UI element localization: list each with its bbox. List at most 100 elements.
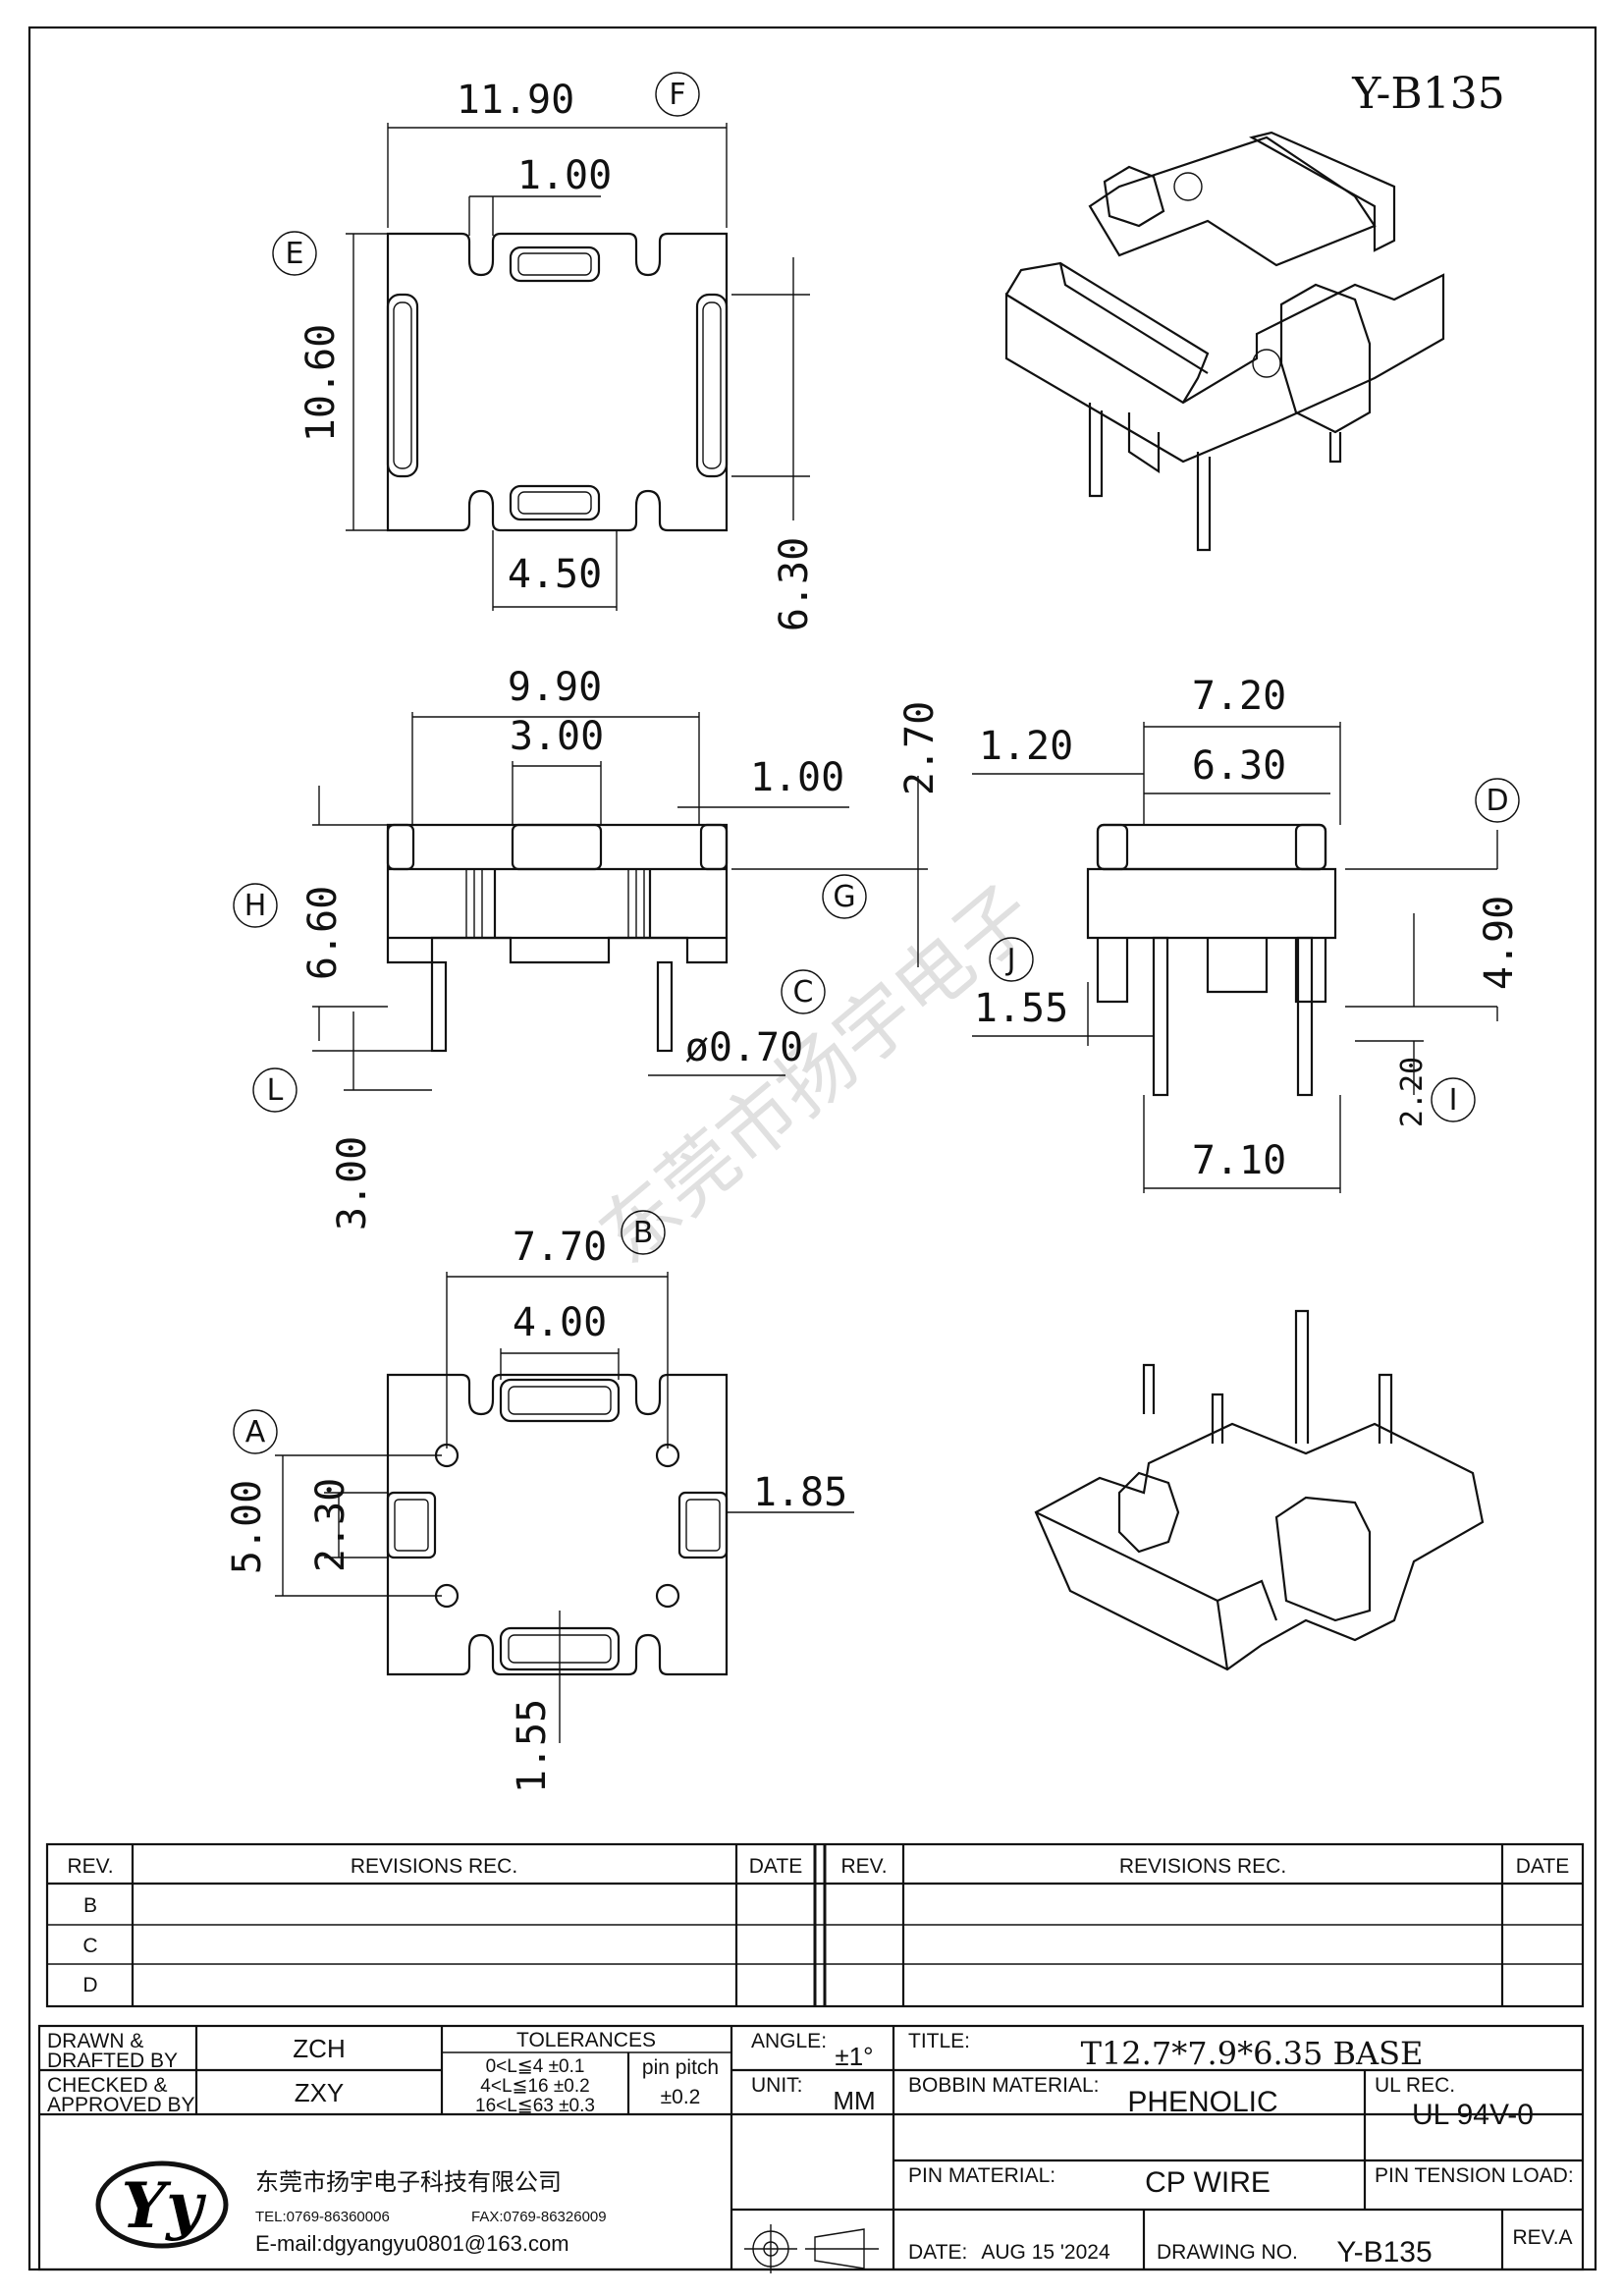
pin-pitch-label: pin pitch	[642, 2056, 719, 2079]
ref-f: F	[669, 78, 685, 112]
side-pin-left	[1152, 936, 1169, 1097]
front-view: 9.90 3.00 1.00 2.70 G C ø0.70 6.60 H 3.0…	[233, 665, 943, 1230]
top-view: 11.90 F 1.00 10.60 E 4.50 6.30	[272, 72, 817, 631]
front-tab-right	[699, 823, 729, 871]
dim-front-top-step: 2.70	[897, 701, 943, 795]
dim-side-pin-len: 2.20	[1395, 1057, 1430, 1127]
front-tab-left	[386, 823, 415, 871]
bottom-side-slot-left	[386, 1491, 437, 1559]
rev-label: REV.A	[1512, 2226, 1572, 2249]
dim-side-pin-offset: 1.55	[974, 986, 1068, 1031]
ref-l: L	[267, 1073, 284, 1108]
dim-bottom-offset: 1.55	[510, 1699, 555, 1793]
title-value: T12.7*7.9*6.35 BASE	[1081, 2035, 1424, 2072]
dim-side-height: 4.90	[1477, 896, 1522, 990]
bottom-slot-top	[499, 1378, 621, 1423]
tolerances-label: TOLERANCES	[516, 2029, 656, 2051]
ref-c: C	[793, 975, 814, 1010]
title-label: TITLE:	[908, 2030, 970, 2052]
rec-header-left: REVISIONS REC.	[351, 1855, 517, 1878]
projection-symbol-icon	[744, 2224, 879, 2273]
side-pin-right	[1296, 936, 1314, 1097]
bottom-side-slot-right	[677, 1491, 729, 1559]
unit-label: UNIT:	[751, 2074, 803, 2097]
date-header-left: DATE	[749, 1855, 802, 1878]
dim-side-inner: 6.30	[1192, 743, 1286, 789]
top-wall-right-inner	[702, 301, 722, 469]
tol-row-2: 4<L≦16 ±0.2	[480, 2076, 589, 2097]
rev-row-d: D	[82, 1974, 97, 1996]
side-top-block	[1096, 823, 1327, 871]
top-wall-left	[386, 293, 419, 478]
dim-bottom-slot: 4.00	[513, 1300, 607, 1345]
drawn-label: DRAWN &	[47, 2030, 143, 2052]
company-email: E-mail:dgyangyu0801@163.com	[255, 2231, 569, 2256]
pin-pitch-value: ±0.2	[661, 2086, 701, 2108]
dim-front-tab: 1.00	[750, 755, 844, 800]
top-slot-top	[509, 246, 601, 283]
front-body	[386, 823, 729, 964]
dim-side-pin-pitch: 7.10	[1192, 1138, 1286, 1183]
top-view-outline	[386, 232, 729, 532]
dim-top-bottom-gap: 4.50	[508, 552, 602, 597]
dim-top-slot: 1.00	[517, 153, 612, 198]
side-view: 7.20 1.20 6.30 D 4.90 J 1.55 2.20 I 7.10	[972, 674, 1522, 1193]
rev-row-b: B	[83, 1894, 97, 1917]
drawn-value: ZCH	[293, 2034, 345, 2063]
dim-bottom-pin-pitch-v: 5.00	[225, 1480, 270, 1574]
pin-material-label: PIN MATERIAL:	[908, 2164, 1055, 2187]
dim-top-side-span: 6.30	[772, 537, 817, 631]
company-logo: Yy	[95, 2160, 229, 2249]
iso-top-base	[1004, 273, 1445, 464]
date-label: DATE:	[908, 2241, 967, 2264]
dim-side-tab: 1.20	[979, 724, 1073, 769]
dim-front-pin-len: 3.00	[330, 1136, 375, 1230]
ref-j: J	[1005, 943, 1016, 977]
ref-i: I	[1449, 1083, 1458, 1118]
dim-bottom-pin-span: 7.70	[513, 1225, 607, 1270]
drawing-no-value: Y-B135	[1336, 2236, 1432, 2269]
iso-view-top	[1004, 131, 1445, 552]
date-header-right: DATE	[1516, 1855, 1569, 1878]
checked-label: CHECKED &	[47, 2074, 168, 2097]
ref-f-circle	[655, 72, 700, 117]
title-block: DRAWN & DRAFTED BY ZCH CHECKED & APPROVE…	[37, 2024, 1585, 2273]
ul-value: UL 94V-0	[1412, 2099, 1534, 2131]
company-tel: TEL:0769-86360006	[255, 2209, 390, 2225]
pin-material-value: CP WIRE	[1145, 2166, 1271, 2199]
drawing-code: Y-B135	[1351, 69, 1504, 119]
rev-row-c: C	[82, 1935, 97, 1957]
ref-d: D	[1486, 784, 1508, 818]
side-tab-right	[1294, 823, 1327, 871]
rev-header-left: REV.	[67, 1855, 113, 1878]
dim-bottom-side-slot: 2.30	[308, 1478, 353, 1572]
dim-top-width: 11.90	[457, 78, 574, 123]
logo-letters: Yy	[122, 2169, 207, 2243]
pin-tension-label: PIN TENSION LOAD:	[1375, 2164, 1574, 2187]
ref-h: H	[244, 889, 267, 923]
tol-row-1: 0<L≦4 ±0.1	[486, 2056, 585, 2077]
dim-front-width: 9.90	[508, 665, 602, 710]
dim-top-height: 10.60	[298, 324, 344, 442]
bobbin-material-label: BOBBIN MATERIAL:	[908, 2074, 1100, 2097]
ref-a: A	[245, 1415, 266, 1449]
dim-front-center: 3.00	[510, 714, 604, 759]
unit-value: MM	[833, 2086, 875, 2115]
revision-table: REV. REVISIONS REC. DATE REV. REVISIONS …	[45, 1842, 1585, 2008]
sheet-border	[27, 26, 1597, 2271]
drafted-label: DRAFTED BY	[47, 2050, 178, 2072]
rev-header-right: REV.	[840, 1855, 887, 1878]
iso-view-bottom	[1034, 1309, 1485, 1671]
checked-value: ZXY	[295, 2078, 345, 2107]
dim-front-pin-dia: ø0.70	[685, 1025, 803, 1070]
ref-b: B	[633, 1216, 654, 1250]
angle-label: ANGLE:	[751, 2030, 827, 2052]
bobbin-material-value: PHENOLIC	[1127, 2086, 1277, 2118]
ul-label: UL REC.	[1375, 2074, 1455, 2097]
dim-bottom-side-offset: 1.85	[753, 1470, 847, 1515]
front-pin-left	[430, 960, 448, 1053]
top-slot-bottom-inner	[517, 491, 592, 515]
bottom-view: 7.70 B 4.00 5.00 A 2.30 1.85 1.55	[225, 1210, 854, 1793]
top-slot-top-inner	[517, 252, 592, 276]
